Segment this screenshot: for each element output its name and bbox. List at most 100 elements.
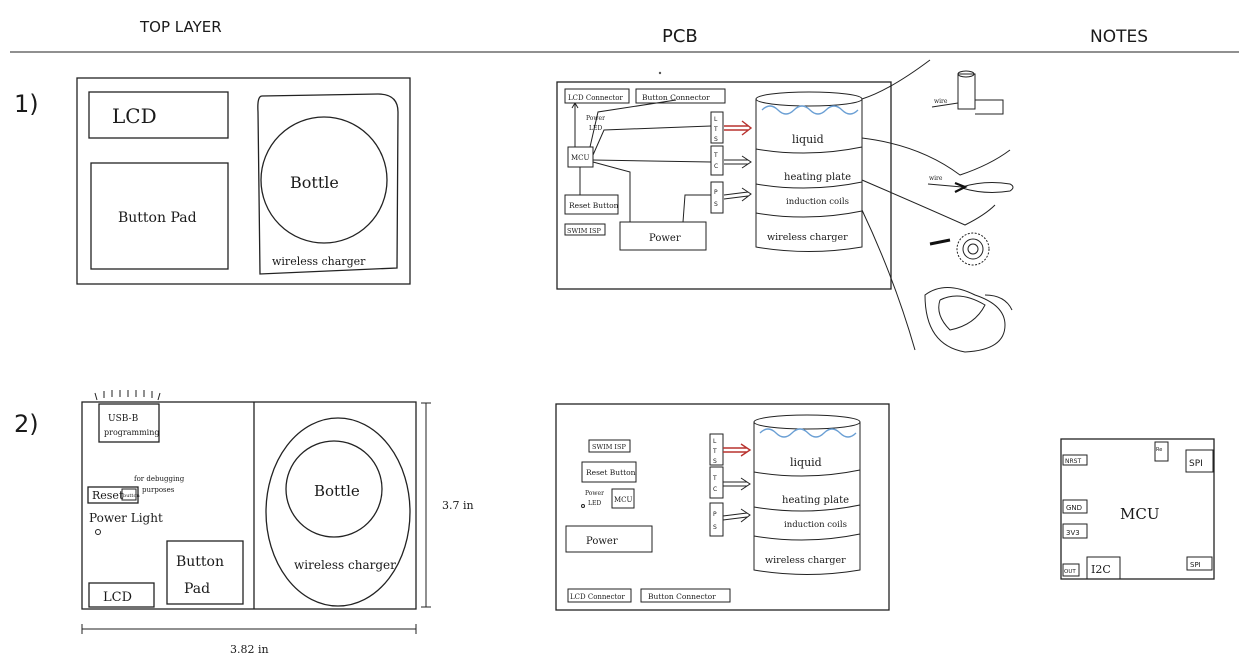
pcb1-tc-box (711, 146, 723, 175)
mcu-pinout-title: MCU (1120, 505, 1159, 523)
pcb1-lcd-mcu-link (572, 103, 578, 147)
pcb1-lts-s: S (714, 136, 718, 143)
pcb1-mcu-label: MCU (571, 154, 590, 162)
top2-usb-line2: programming (104, 428, 159, 437)
top2-button-pad-line1: Button (176, 554, 224, 570)
pcb1-lts-t: T (713, 126, 718, 133)
notes1-probe-icon (958, 74, 1003, 114)
pcb1-lts-arrow (724, 121, 751, 135)
notes1-charger-inner (939, 296, 985, 330)
pcb1-mcu-lts-link (593, 126, 711, 155)
mcu-pin-spi1: SPI (1189, 459, 1203, 469)
mcu-pin-out: OUT (1064, 569, 1076, 575)
notes1-lead-3 (862, 180, 995, 225)
top2-usb-line1: USB-B (108, 414, 139, 424)
pcb2-power-led-line2: LED (588, 500, 601, 507)
pcb2-reset-button-label: Reset Button (586, 468, 636, 477)
header-notes: NOTES (1090, 27, 1148, 47)
top2-button-pad-line2: Pad (184, 581, 210, 597)
top-layer-2: USB-B programming for debugging purposes… (82, 390, 474, 656)
top2-bottle-label: Bottle (314, 482, 360, 500)
notes1-lead-1 (862, 60, 930, 99)
pcb-1: LCD Connector Button Connector Power LED… (557, 72, 891, 289)
top2-lcd-label: LCD (103, 590, 132, 605)
pcb1-tc-c: C (714, 163, 718, 170)
pcb2-swim-isp-label: SWIM ISP (592, 443, 626, 451)
pcb2-liquid-label: liquid (790, 456, 822, 469)
pcb2-heating-plate-label: heating plate (782, 495, 849, 506)
mcu-pin-i2c: I2C (1091, 563, 1111, 576)
pcb-2: SWIM ISP Reset Button Power LED MCU Powe… (556, 404, 889, 610)
notes1-coil-icon (957, 233, 989, 265)
pcb2-tc-arrow (723, 478, 750, 490)
mcu-pin-spi2: SPI (1190, 561, 1201, 569)
pcb1-ps-box (711, 182, 723, 213)
pcb2-button-connector-label: Button Connector (648, 592, 716, 601)
pcb2-power-label: Power (586, 536, 618, 547)
pcb2-stack-top (754, 415, 860, 429)
pcb1-stack-top (756, 92, 862, 106)
top2-wireless-ellipse (266, 418, 410, 606)
top-layer-1: LCD Button Pad Bottle wireless charger (77, 78, 410, 284)
pcb1-mcu-tc-link (593, 160, 711, 162)
top2-width-label: 3.82 in (230, 643, 269, 656)
pcb2-wireless-label: wireless charger (765, 555, 846, 566)
pcb1-reset-button-label: Reset Button (569, 201, 619, 210)
pcb1-water-wave (762, 106, 858, 114)
pcb1-button-connector-label: Button Connector (642, 93, 710, 102)
pcb2-layer-line-1 (754, 470, 860, 476)
top2-reset-label: Reset (92, 489, 124, 502)
pcb1-stray-dot (659, 72, 661, 74)
notes1-lead-4 (862, 210, 915, 350)
pcb2-ps-s: S (713, 524, 717, 531)
pcb1-mcu-power-link (593, 162, 630, 222)
top2-power-light-dot (96, 530, 101, 535)
top1-wireless-label: wireless charger (272, 255, 366, 268)
pcb1-tc-t: T (713, 152, 718, 159)
pcb1-layer-line-1 (756, 147, 862, 153)
top2-debug-line2: purposes (142, 486, 175, 494)
notes1-thermistor-icon (962, 183, 1013, 193)
notes-1: wire wire (862, 60, 1013, 352)
row-1-label: 1) (14, 90, 39, 118)
pcb2-lts-arrow (723, 444, 750, 456)
notes1-coil-ring-3 (968, 244, 978, 254)
pcb2-tc-c: C (713, 486, 717, 493)
pcb2-ps-box (710, 503, 723, 536)
pcb2-lts-t: T (712, 448, 717, 455)
notes1-wire2-label: wire (929, 175, 943, 182)
pcb2-tc-box (710, 467, 723, 498)
pcb1-heating-plate-label: heating plate (784, 172, 851, 183)
pcb1-ps-arrow (724, 188, 751, 201)
top2-debug-line1: for debugging (134, 475, 185, 483)
pcb2-power-led-line1: Power (585, 490, 604, 497)
notes1-thermistor-tip (955, 183, 965, 192)
pcb1-layer-line-3 (756, 211, 862, 217)
pcb2-lts-s: S (713, 458, 717, 465)
mcu-pin-3v3: 3V3 (1066, 529, 1080, 537)
top2-usb-ticks (95, 390, 160, 400)
top2-power-light-label: Power Light (89, 511, 163, 525)
top1-button-pad-label: Button Pad (118, 210, 197, 226)
pcb2-power-led-dot (582, 505, 585, 508)
top1-bottle-label: Bottle (290, 173, 339, 192)
notes1-coil-ring-2 (963, 239, 983, 259)
row-2-label: 2) (14, 410, 39, 438)
pcb2-tc-t: T (712, 475, 717, 482)
pcb1-liquid-label: liquid (792, 133, 824, 146)
notes1-wire1-label: wire (934, 98, 948, 105)
pcb1-lcd-connector-label: LCD Connector (568, 94, 624, 102)
notes1-charger-cable (985, 295, 1012, 310)
pcb2-layer-line-3 (754, 534, 860, 540)
top2-wireless-label: wireless charger (294, 558, 396, 572)
top2-height-label: 3.7 in (442, 499, 474, 512)
pcb2-lts-l: L (713, 438, 717, 445)
pcb2-induction-label: induction coils (784, 520, 847, 530)
pcb1-swim-isp-label: SWIM ISP (567, 227, 601, 235)
header-pcb: PCB (662, 26, 698, 47)
notes1-coil-lead (930, 240, 950, 244)
mcu-pin-tiny: Re (1156, 447, 1162, 453)
header-top-layer: TOP LAYER (139, 18, 222, 36)
pcb1-button-mcu-link (590, 100, 676, 147)
pcb1-power-label: Power (649, 233, 681, 244)
